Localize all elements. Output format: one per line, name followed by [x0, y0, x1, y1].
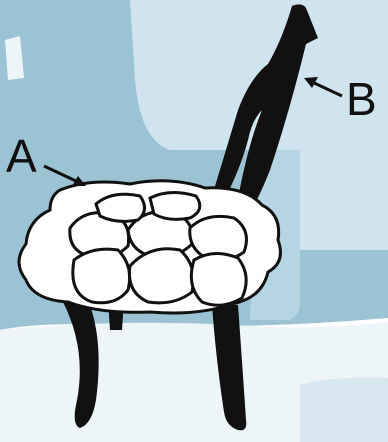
chair-cushion [19, 181, 280, 313]
label-b: B [346, 76, 377, 122]
label-a: A [6, 133, 37, 179]
background-block [300, 378, 388, 442]
